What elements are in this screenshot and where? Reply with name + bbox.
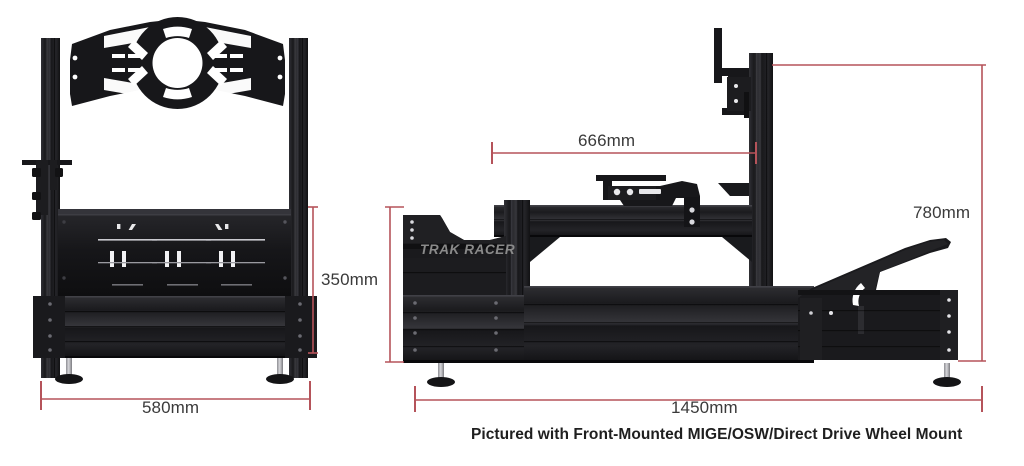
dimension-label-chassis-height: 350mm xyxy=(321,270,379,289)
dimension-350mm xyxy=(308,206,318,354)
wheel-deck-side: TRAK RACER xyxy=(403,215,515,295)
dimension-780mm xyxy=(772,64,986,362)
foot-right-front xyxy=(266,358,294,384)
brand-wordmark: TRAK RACER xyxy=(420,242,515,257)
figure-caption: Pictured with Front-Mounted MIGE/OSW/Dir… xyxy=(471,426,963,443)
top-beam-side xyxy=(494,205,752,237)
foot-front-side xyxy=(427,363,455,387)
brace-gussets-side xyxy=(530,183,752,262)
dimension-label-width: 580mm xyxy=(142,398,200,417)
foot-rear-side xyxy=(933,363,961,387)
dimension-666mm xyxy=(491,142,757,164)
front-view-group xyxy=(22,17,318,410)
upright-right-front xyxy=(289,38,308,378)
pedal-slot-1 xyxy=(98,224,157,286)
chassis-rails-front xyxy=(33,296,317,358)
dimension-350mm-side xyxy=(385,206,404,363)
dimension-1450mm xyxy=(414,386,983,412)
lower-rail-side xyxy=(524,286,814,363)
pedal-slot-3 xyxy=(206,224,265,286)
front-chassis-side xyxy=(403,295,530,363)
foot-left-front xyxy=(55,358,83,384)
monitor-mount-bracket-front xyxy=(70,17,285,109)
pedal-deck-front xyxy=(58,209,291,296)
monitor-mount-bracket-side xyxy=(714,28,751,118)
pedal-plate-side xyxy=(798,238,958,360)
pedal-slot-2 xyxy=(152,239,211,286)
wheel-mount-side xyxy=(596,175,700,227)
shifter-mount-front xyxy=(22,160,72,220)
dimension-label-overall-length: 1450mm xyxy=(671,398,738,417)
side-view-group: TRAK RACER xyxy=(385,28,986,412)
dimension-580mm xyxy=(40,381,311,410)
dimension-label-overall-height: 780mm xyxy=(913,203,971,222)
dimension-label-wheel-offset: 666mm xyxy=(578,131,636,150)
